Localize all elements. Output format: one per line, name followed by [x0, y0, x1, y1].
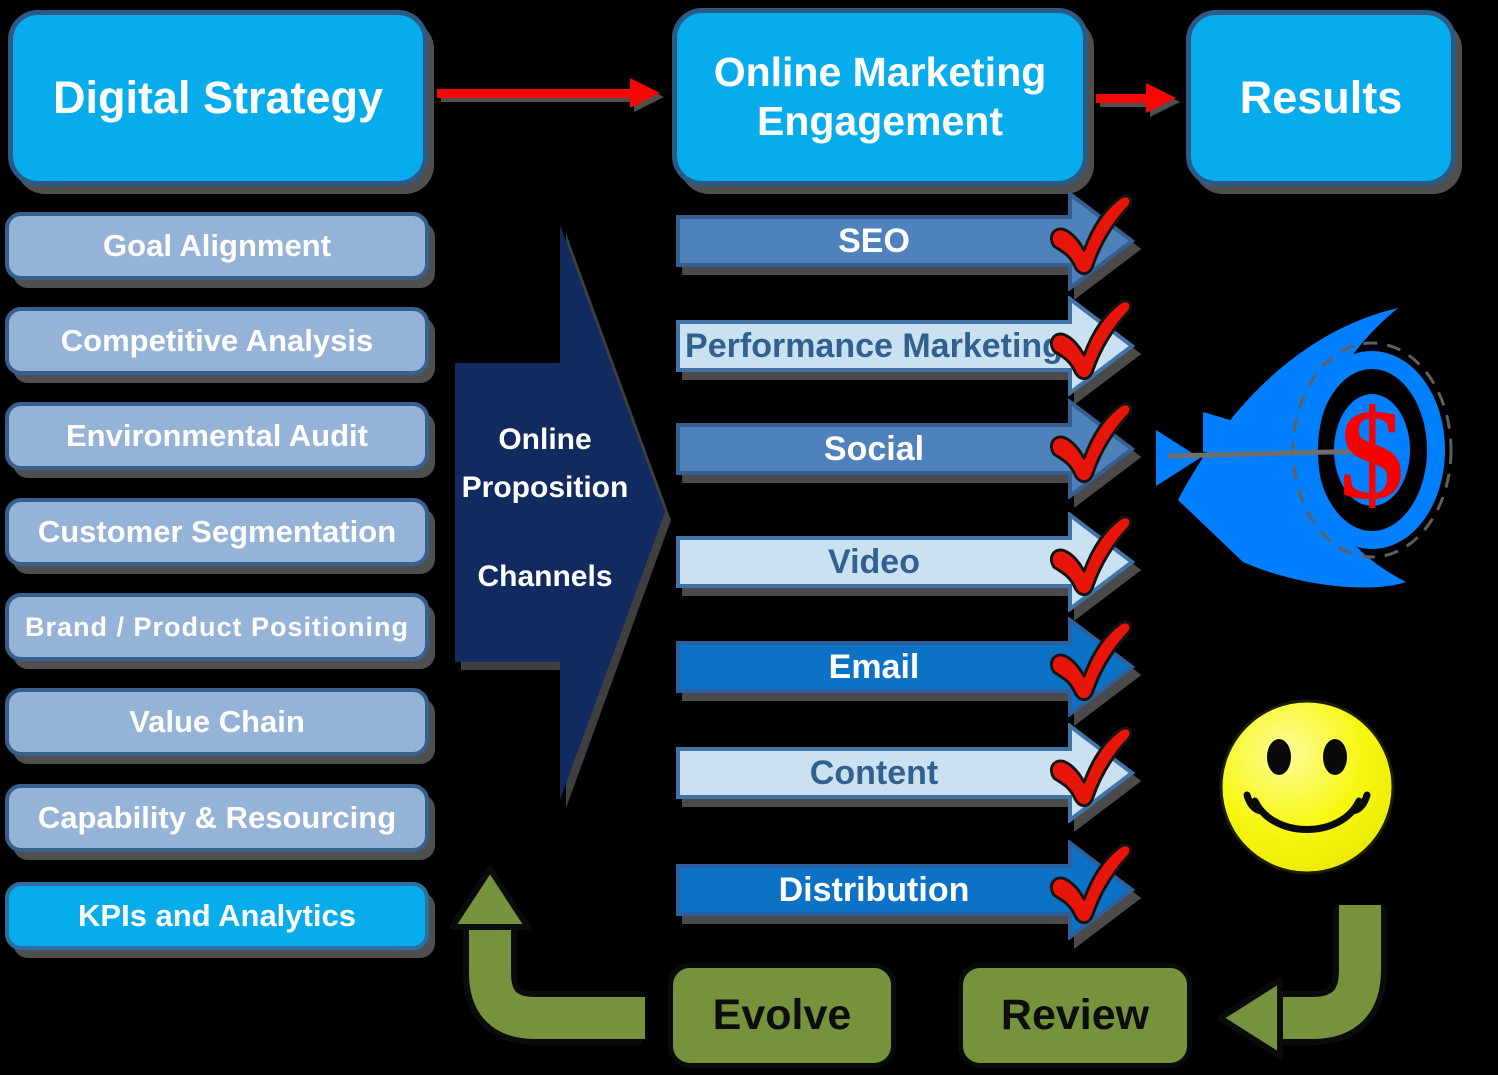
online-marketing-engagement-label: Online Marketing Engagement	[713, 48, 1047, 144]
green-curved-arrow-up-icon	[449, 866, 645, 1045]
strategy-item-label: Customer Segmentation	[37, 514, 397, 549]
proposition-line: Online	[498, 423, 592, 456]
smiley-smile	[1243, 791, 1371, 833]
strategy-item-label: Value Chain	[129, 704, 305, 739]
proposition-line: Proposition	[461, 471, 629, 504]
strategy-item-label: Goal Alignment	[103, 228, 331, 263]
red-check-icon	[1049, 402, 1132, 484]
red-check-icon	[1049, 843, 1132, 925]
strategy-item-label: Competitive Analysis	[60, 323, 374, 358]
arrow-head	[630, 78, 660, 108]
results-label: Results	[1239, 72, 1403, 124]
channel-banner-social: Social	[676, 399, 1136, 499]
results-box: Results	[1186, 10, 1456, 186]
red-check-icon	[1049, 515, 1132, 597]
strategy-item-label: KPIs and Analytics	[78, 898, 356, 933]
arrow-shaft	[1096, 94, 1150, 103]
smiley-head	[1219, 699, 1395, 875]
arrow-elbow	[469, 923, 645, 1039]
digital-strategy-box: Digital Strategy	[8, 10, 428, 186]
right-arrow-banner-shape	[676, 296, 1136, 396]
strategy-item-label: Brand / Product Positioning	[25, 611, 409, 642]
arrow-head-up	[449, 866, 531, 930]
red-check-icon	[1049, 194, 1132, 276]
channel-banner-seo: SEO	[676, 191, 1136, 291]
red-check-icon	[1049, 620, 1132, 702]
arrow-shaft	[437, 89, 634, 98]
evolve-box: Evolve	[668, 963, 896, 1068]
dollar-sign: $	[1340, 383, 1405, 527]
strategy-item-goal-alignment: Goal Alignment	[5, 212, 429, 280]
block-arrow-shape	[455, 225, 665, 800]
channel-banner-video: Video	[676, 512, 1136, 612]
target-outer-ring	[1291, 341, 1453, 559]
online-marketing-engagement-box: Online Marketing Engagement	[672, 8, 1088, 186]
evolve-label: Evolve	[712, 991, 852, 1039]
channel-label: Social	[823, 430, 925, 468]
dart-shaft	[1167, 448, 1373, 459]
smiley-face-icon	[1219, 699, 1395, 875]
digital-strategy-label: Digital Strategy	[52, 72, 384, 124]
strategy-item-competitive-analysis: Competitive Analysis	[5, 307, 429, 375]
arrow-head	[1146, 83, 1176, 113]
review-label: Review	[1000, 991, 1150, 1039]
smiley-eye	[1323, 739, 1347, 775]
target-bullseye	[1334, 394, 1410, 506]
channel-label: Distribution	[778, 871, 970, 909]
channel-banner-performance-marketing: Performance Marketing	[676, 296, 1136, 396]
channel-banner-content: Content	[676, 723, 1136, 823]
strategy-item-capability-resourcing: Capability & Resourcing	[5, 784, 429, 852]
right-arrow-banner-shape	[676, 399, 1136, 499]
right-arrow-banner-shape	[676, 840, 1136, 940]
review-box: Review	[958, 963, 1192, 1068]
strategy-item-brand-product-positioning: Brand / Product Positioning	[5, 593, 429, 661]
red-check-icon	[1049, 299, 1132, 381]
channel-label: Video	[828, 543, 920, 581]
channel-label: Content	[809, 754, 939, 792]
strategy-item-customer-segmentation: Customer Segmentation	[5, 498, 429, 566]
right-arrow-banner-shape	[676, 617, 1136, 717]
strategy-item-environmental-audit: Environmental Audit	[5, 402, 429, 470]
flow-arrow-right-icon	[437, 78, 660, 108]
online-proposition-arrow-icon	[455, 225, 665, 800]
online-proposition-text: Online Proposition Channels	[450, 416, 640, 601]
arrow-head-left	[1217, 977, 1283, 1059]
flow-arrow-right-icon	[1096, 83, 1176, 113]
target-ring	[1299, 351, 1445, 549]
smiley-eye	[1267, 739, 1291, 775]
red-check-icon	[1049, 726, 1132, 808]
channel-banner-email: Email	[676, 617, 1136, 717]
right-arrow-banner-shape	[676, 512, 1136, 612]
right-arrow-banner-shape	[676, 723, 1136, 823]
dart-target-dollar-icon: $	[1156, 308, 1453, 588]
arrow-elbow	[1280, 905, 1381, 1039]
right-arrow-banner-shape	[676, 191, 1136, 291]
strategy-item-label: Environmental Audit	[66, 418, 368, 453]
proposition-line: Channels	[477, 560, 613, 593]
strategy-item-label: Capability & Resourcing	[37, 800, 397, 835]
channel-label: Performance Marketing	[685, 327, 1063, 365]
strategy-item-value-chain: Value Chain	[5, 688, 429, 756]
channel-label: Email	[828, 648, 920, 686]
green-curved-arrow-left-icon	[1217, 905, 1387, 1059]
channel-label: SEO	[838, 222, 910, 260]
channel-banner-distribution: Distribution	[676, 840, 1136, 940]
dart-fin	[1203, 412, 1264, 452]
dart-fin	[1203, 457, 1264, 498]
strategy-item-kpis-analytics: KPIs and Analytics	[5, 882, 429, 950]
